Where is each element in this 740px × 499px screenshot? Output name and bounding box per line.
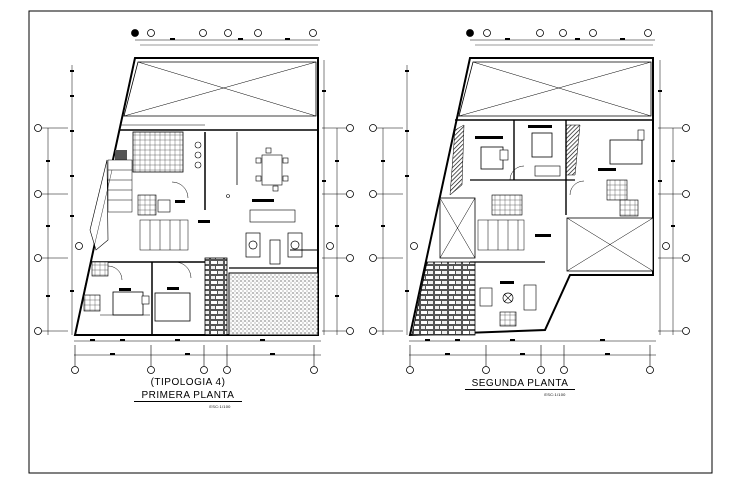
grid-axis-left-2 bbox=[369, 124, 418, 335]
stone-wall-2 bbox=[411, 261, 476, 336]
grid-axis-left bbox=[34, 124, 83, 335]
grid-axis-right-2 bbox=[662, 124, 690, 335]
plan-1-scale: ESC:1/100 bbox=[209, 404, 231, 409]
plan-2-scale: ESC:1/100 bbox=[544, 392, 566, 397]
grid-axis-right bbox=[326, 124, 354, 335]
grid-axis-top bbox=[131, 29, 317, 37]
plan-segunda-planta bbox=[369, 29, 690, 374]
plan-2-title: SEGUNDA PLANTA bbox=[465, 378, 575, 390]
dining-table bbox=[255, 147, 289, 192]
sheet-border bbox=[28, 10, 713, 474]
plan-1-title: PRIMERA PLANTA bbox=[134, 390, 242, 402]
kitchen-floor bbox=[132, 131, 184, 173]
living-furniture bbox=[245, 232, 303, 265]
grid-axis-bottom bbox=[71, 366, 318, 374]
grid-axis-bottom-2 bbox=[406, 366, 654, 374]
stone-wall bbox=[204, 257, 228, 336]
grid-axis-top-2 bbox=[466, 29, 652, 37]
garden-area bbox=[228, 272, 319, 336]
plan-primera-planta bbox=[34, 29, 354, 374]
plan-1-typology: (TIPOLOGIA 4) bbox=[150, 377, 226, 388]
stair-1 bbox=[107, 159, 189, 251]
